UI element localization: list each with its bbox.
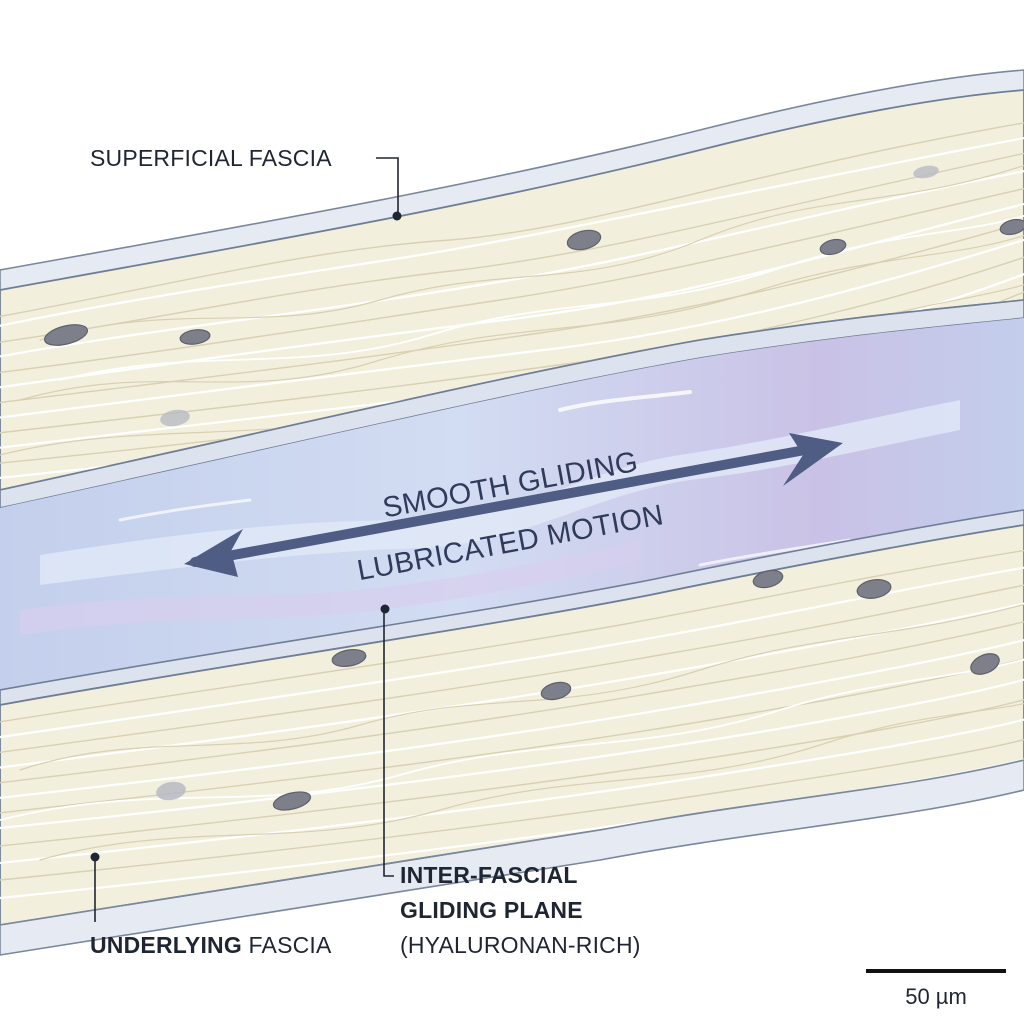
underlying-fascia-label: UNDERLYING FASCIA [90,932,332,958]
gliding-plane-leader-line [383,609,394,877]
cell-nucleus [999,218,1024,236]
cell-nucleus [272,791,312,811]
cell-nucleus [819,238,847,256]
fluid-highlight [40,400,960,585]
cell-nucleus [752,569,784,589]
underlying-label-bold: UNDERLYING [90,932,242,958]
cell-nucleus [566,229,602,251]
fluid-shimmer [698,538,852,567]
cell-nucleus-faint [160,409,190,427]
double-headed-arrow-icon [190,445,810,567]
superficial-fascia-callout: SUPERFICIAL FASCIA [90,145,402,221]
cell-nucleus [540,681,572,701]
leader-dot-icon [90,852,100,862]
cell-nucleus-faint [913,165,939,179]
underlying-fascia-layer [0,509,1024,956]
scale-bar-line [866,969,1006,973]
cell-nucleus [970,653,1000,675]
cell-nucleus [179,329,211,345]
scale-bar-label: 50 µm [905,984,967,1009]
gliding-plane-label-line3: (HYALURONAN-RICH) [400,932,641,958]
superficial-leader-line [376,157,399,216]
underlying-fibers [0,547,1024,902]
superficial-fascia-label: SUPERFICIAL FASCIA [90,145,332,171]
cell-nucleus [43,324,89,346]
fluid-shimmer [118,498,252,522]
gliding-plane-layer [0,318,1024,705]
arrow-head-right [783,433,843,486]
cell-nucleus-faint [156,781,186,801]
gliding-plane-label-line2: GLIDING PLANE [400,897,583,923]
cell-nucleus [331,648,367,668]
fluid-shimmer [558,390,692,412]
cell-nucleus [856,579,892,599]
leader-dot-icon [392,211,402,221]
leader-dot-icon [380,604,390,614]
scale-bar: 50 µm [866,969,1006,1009]
underlying-fascia-callout: UNDERLYING FASCIA [90,852,332,958]
underlying-label-rest: FASCIA [242,932,332,958]
gliding-plane-callout: INTER-FASCIAL GLIDING PLANE (HYALURONAN-… [380,604,641,958]
arrow-head-left [184,529,243,577]
superficial-fascia-layer [0,69,1024,509]
gliding-plane-label-line1: INTER-FASCIAL [400,862,578,888]
fluid-highlight [20,540,640,635]
